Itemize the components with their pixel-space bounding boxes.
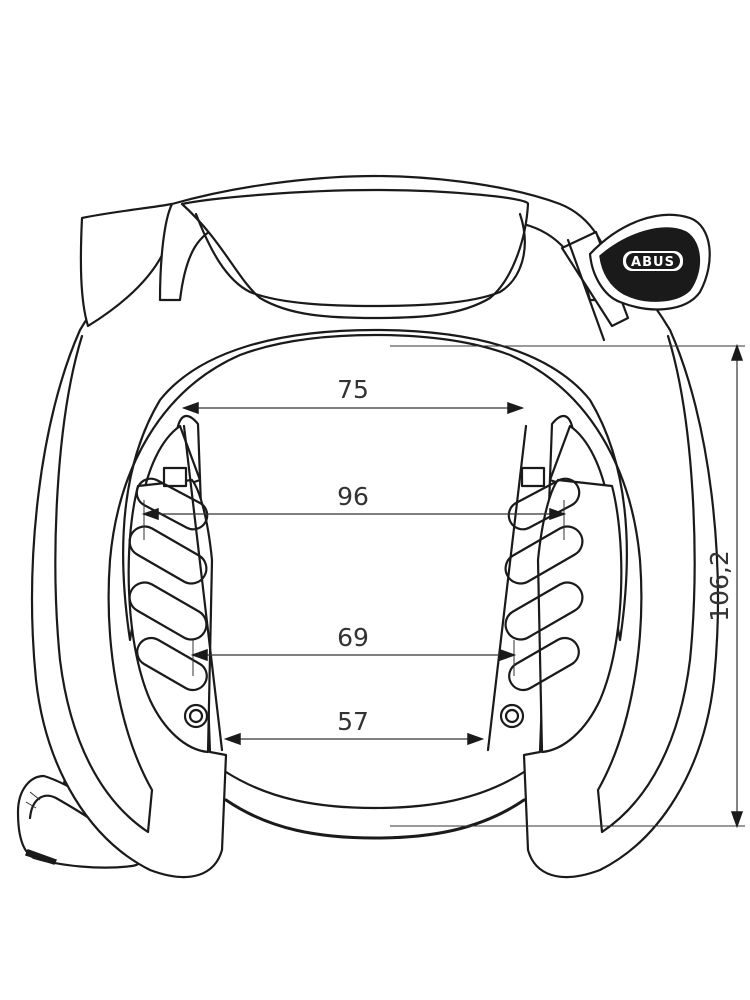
- dimension-annotations: 75 96 69 57: [141, 343, 745, 829]
- dimension-height: 106,2: [390, 343, 745, 829]
- dimension-slot-inner-width: 69: [190, 623, 517, 676]
- dimension-label-57: 57: [337, 707, 369, 736]
- left-slot-grooves: [128, 477, 209, 692]
- key: ABUS: [560, 213, 711, 342]
- dimension-slot-outer-width: 96: [141, 482, 567, 540]
- abus-logo-text: ABUS: [631, 255, 675, 270]
- top-housing: [79, 174, 620, 328]
- right-slot-grooves: [504, 477, 584, 692]
- dimension-opening-width: 57: [223, 707, 485, 746]
- dimension-label-75: 75: [337, 375, 369, 404]
- dimension-label-69: 69: [337, 623, 369, 652]
- dimension-label-96: 96: [337, 482, 369, 511]
- dimension-label-106-2: 106,2: [705, 550, 734, 622]
- left-slot-plate: [127, 424, 224, 754]
- dimension-top-width: 75: [181, 375, 525, 415]
- right-slot-plate: [486, 424, 623, 754]
